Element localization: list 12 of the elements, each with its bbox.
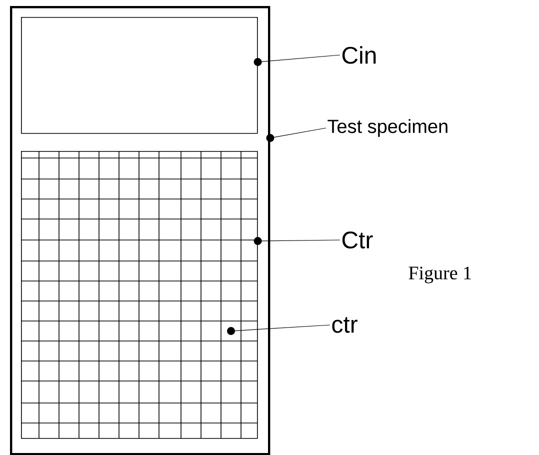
label-text: Test specimen [328, 119, 448, 137]
grid-drawing [20, 150, 258, 439]
label-text: Cin [342, 46, 376, 64]
leader-line [254, 237, 340, 245]
caption-text: Figure 1 [408, 266, 471, 284]
label-text: Ctr [342, 232, 373, 248]
panel-box [21, 17, 258, 134]
leader-line [227, 324, 330, 335]
specimen-outline [10, 6, 270, 455]
leader-line [266, 128, 326, 142]
leader-line [254, 54, 340, 66]
label-text: ctr [332, 317, 358, 333]
